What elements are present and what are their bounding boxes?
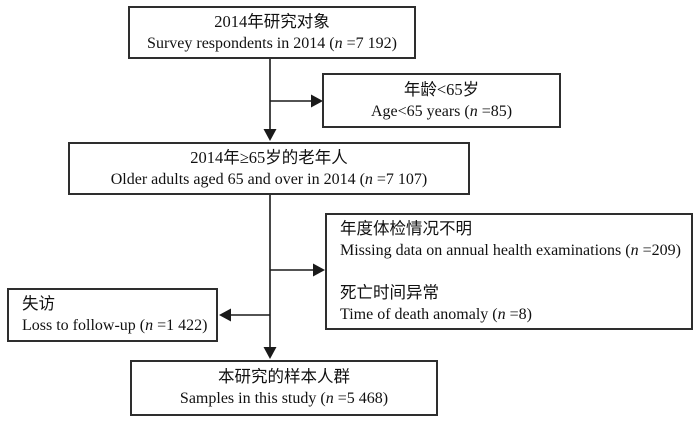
loss-n-symbol: n	[145, 317, 154, 334]
age-exclusion-en-label: Age<65 years (n =85)	[371, 101, 512, 123]
arrow-right-into-exclusion-box-icon	[313, 263, 325, 277]
loss-followup-zh-label: 失访	[22, 294, 55, 313]
box-missing-data-exclusion: 年度体检情况不明 Missing data on annual health e…	[325, 213, 693, 330]
survey-respondents-zh-label: 2014年研究对象	[214, 11, 330, 31]
missing-en-prefix: Missing data on annual health examinatio…	[340, 241, 631, 259]
final-sample-zh-label: 本研究的样本人群	[218, 367, 350, 386]
arrow-down-into-older-icon	[263, 129, 277, 141]
arrow-left-into-loss-box-icon	[219, 308, 231, 322]
final-n-symbol: n	[325, 390, 334, 407]
survey-en-suffix: =7 192)	[342, 34, 397, 52]
loss-followup-en-label: Loss to follow-up (n =1 422)	[22, 315, 207, 337]
older-adults-zh-label: 2014年≥65岁的老年人	[190, 147, 348, 167]
loss-en-prefix: Loss to follow-up (	[22, 317, 146, 334]
missing-n-symbol: n	[630, 241, 639, 259]
final-en-prefix: Samples in this study (	[179, 390, 326, 407]
box-survey-respondents-2014: 2014年研究对象 Survey respondents in 2014 (n …	[128, 6, 416, 59]
death-en-suffix: =8)	[505, 305, 532, 323]
age-en-suffix: =85)	[477, 102, 513, 120]
loss-en-suffix: =1 422)	[153, 317, 208, 334]
box-older-adults-65-over: 2014年≥65岁的老年人 Older adults aged 65 and o…	[68, 142, 470, 195]
death-en-prefix: Time of death anomaly (	[340, 305, 498, 323]
box-final-study-sample: 本研究的样本人群 Samples in this study (n =5 468…	[130, 360, 438, 416]
missing-data-zh-label: 年度体检情况不明	[340, 218, 472, 238]
death-anomaly-en-label: Time of death anomaly (n =8)	[340, 304, 532, 326]
missing-en-suffix: =209)	[638, 241, 681, 259]
arrow-down-into-final-icon	[263, 347, 277, 359]
older-n-symbol: n	[364, 170, 373, 188]
final-sample-en-label: Samples in this study (n =5 468)	[180, 388, 388, 410]
missing-data-en-label: Missing data on annual health examinatio…	[340, 240, 681, 262]
survey-n-symbol: n	[334, 34, 343, 52]
death-n-symbol: n	[497, 305, 506, 323]
death-anomaly-zh-label: 死亡时间异常	[340, 282, 439, 302]
age-n-symbol: n	[469, 102, 478, 120]
box-age-under-65-exclusion: 年龄<65岁 Age<65 years (n =85)	[322, 73, 561, 128]
survey-en-prefix: Survey respondents in 2014 (	[147, 34, 335, 52]
age-en-prefix: Age<65 years (	[370, 102, 470, 120]
older-en-suffix: =7 107)	[372, 170, 428, 188]
older-en-prefix: Older adults aged 65 and over in 2014 (	[110, 170, 365, 188]
arrow-right-into-age-box-icon	[311, 94, 323, 108]
age-exclusion-zh-label: 年龄<65岁	[403, 79, 480, 99]
final-en-suffix: =5 468)	[333, 390, 389, 407]
older-adults-en-label: Older adults aged 65 and over in 2014 (n…	[111, 169, 428, 191]
survey-respondents-en-label: Survey respondents in 2014 (n =7 192)	[147, 33, 397, 55]
box-loss-to-follow-up: 失访 Loss to follow-up (n =1 422)	[7, 288, 218, 342]
